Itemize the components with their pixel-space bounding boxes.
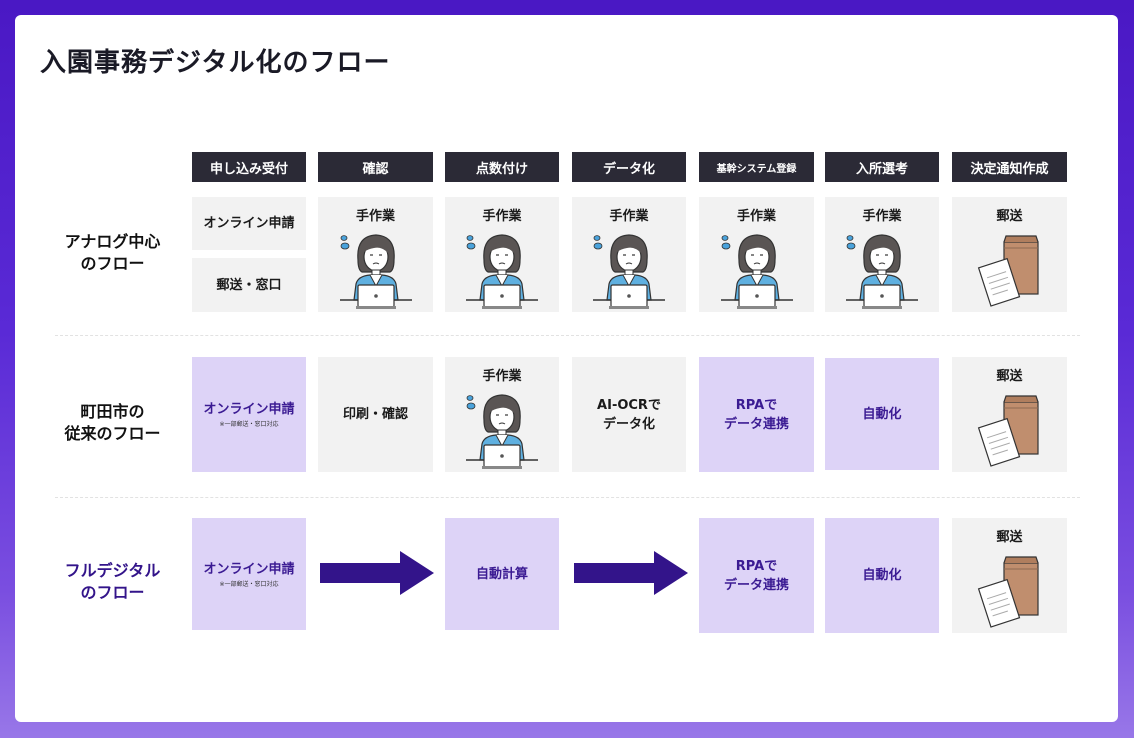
- person-at-laptop-icon: [720, 234, 793, 309]
- header-selection: 入所選考: [825, 152, 939, 182]
- cell-text: 印刷・確認: [342, 407, 408, 422]
- cell-text: AI-OCRで: [597, 397, 661, 413]
- row-label-machida: 町田市の 従来のフロー: [40, 401, 185, 445]
- cell-text: 自動化: [862, 568, 902, 583]
- row-label-analog: アナログ中心 のフロー: [40, 231, 185, 275]
- cell-rpa: RPAで データ連携: [699, 357, 814, 472]
- right-arrow-icon: [574, 551, 688, 595]
- cell-text: データ連携: [723, 577, 789, 593]
- cell-mail: 郵送: [952, 197, 1067, 312]
- cell-text: 郵送: [996, 209, 1023, 224]
- person-at-laptop-icon: [846, 234, 918, 309]
- cell-manual-work: 手作業: [445, 197, 559, 312]
- cell-manual-work: 手作業: [699, 197, 814, 312]
- row-label-full-digital: フルデジタル のフロー: [40, 560, 185, 604]
- cell-text: データ化: [602, 416, 655, 432]
- cell-text: 手作業: [482, 369, 522, 384]
- row-label-line: 町田市の: [80, 402, 145, 421]
- cell-print-confirm: 印刷・確認: [318, 357, 433, 472]
- cell-text: オンライン申請: [203, 216, 295, 231]
- row-divider: [55, 497, 1080, 498]
- cell-text: 手作業: [482, 209, 522, 224]
- header-digitize: データ化: [572, 152, 686, 182]
- cell-text: 手作業: [609, 209, 649, 224]
- row-label-line: アナログ中心: [64, 232, 161, 251]
- cell-text: RPAで: [735, 397, 778, 413]
- cell-manual-work: 手作業: [572, 197, 686, 312]
- cell-online-application: オンライン申請 ※一部郵送・窓口対応: [192, 518, 306, 630]
- cell-manual-work: 手作業: [445, 357, 559, 472]
- header-notice: 決定通知作成: [952, 152, 1067, 182]
- header-core-system: 基幹システム登録: [699, 152, 814, 182]
- row-divider: [55, 335, 1080, 336]
- cell-text: RPAで: [735, 558, 778, 574]
- envelope-document-icon: [977, 395, 1039, 467]
- cell-text: 手作業: [355, 209, 395, 224]
- cell-auto-calculation: 自動計算: [445, 518, 559, 630]
- cell-automation: 自動化: [825, 518, 939, 633]
- page-title: 入園事務デジタル化のフロー: [40, 48, 391, 78]
- person-at-laptop-icon: [593, 234, 665, 309]
- header-confirm: 確認: [318, 152, 433, 182]
- row-label-line: のフロー: [80, 254, 145, 273]
- cell-note: ※一部郵送・窓口対応: [219, 421, 279, 428]
- cell-automation: 自動化: [825, 358, 939, 470]
- cell-mail-counter: 郵送・窓口: [192, 258, 306, 312]
- cell-mail: 郵送: [952, 518, 1067, 633]
- envelope-document-icon: [977, 556, 1039, 628]
- cell-online-application: オンライン申請: [192, 197, 306, 250]
- row-label-line: フルデジタル: [64, 561, 161, 580]
- cell-ai-ocr: AI-OCRで データ化: [572, 357, 686, 472]
- cell-text: 郵送・窓口: [216, 277, 282, 293]
- cell-text: 自動計算: [475, 566, 528, 582]
- cell-text: 手作業: [736, 209, 776, 224]
- cell-note: ※一部郵送・窓口対応: [219, 580, 279, 588]
- cell-text: 自動化: [862, 406, 902, 422]
- cell-rpa: RPAで データ連携: [699, 518, 814, 633]
- cell-text: 郵送: [996, 530, 1023, 545]
- cell-manual-work: 手作業: [825, 197, 939, 312]
- person-at-laptop-icon: [466, 394, 538, 469]
- cell-text: オンライン申請: [203, 561, 295, 577]
- person-at-laptop-icon: [466, 234, 538, 309]
- cell-mail: 郵送: [952, 357, 1067, 472]
- person-at-laptop-icon: [339, 234, 412, 309]
- header-intake: 申し込み受付: [192, 152, 306, 182]
- cell-text: オンライン申請: [203, 402, 295, 417]
- header-scoring: 点数付け: [445, 152, 559, 182]
- cell-text: データ連携: [723, 416, 789, 432]
- envelope-document-icon: [977, 235, 1039, 307]
- row-label-line: のフロー: [80, 583, 145, 602]
- row-label-line: 従来のフロー: [64, 424, 161, 443]
- cell-manual-work: 手作業: [318, 197, 433, 312]
- cell-online-application: オンライン申請 ※一部郵送・窓口対応: [192, 357, 306, 472]
- right-arrow-icon: [320, 551, 434, 595]
- cell-text: 手作業: [862, 209, 902, 224]
- cell-text: 郵送: [996, 369, 1023, 384]
